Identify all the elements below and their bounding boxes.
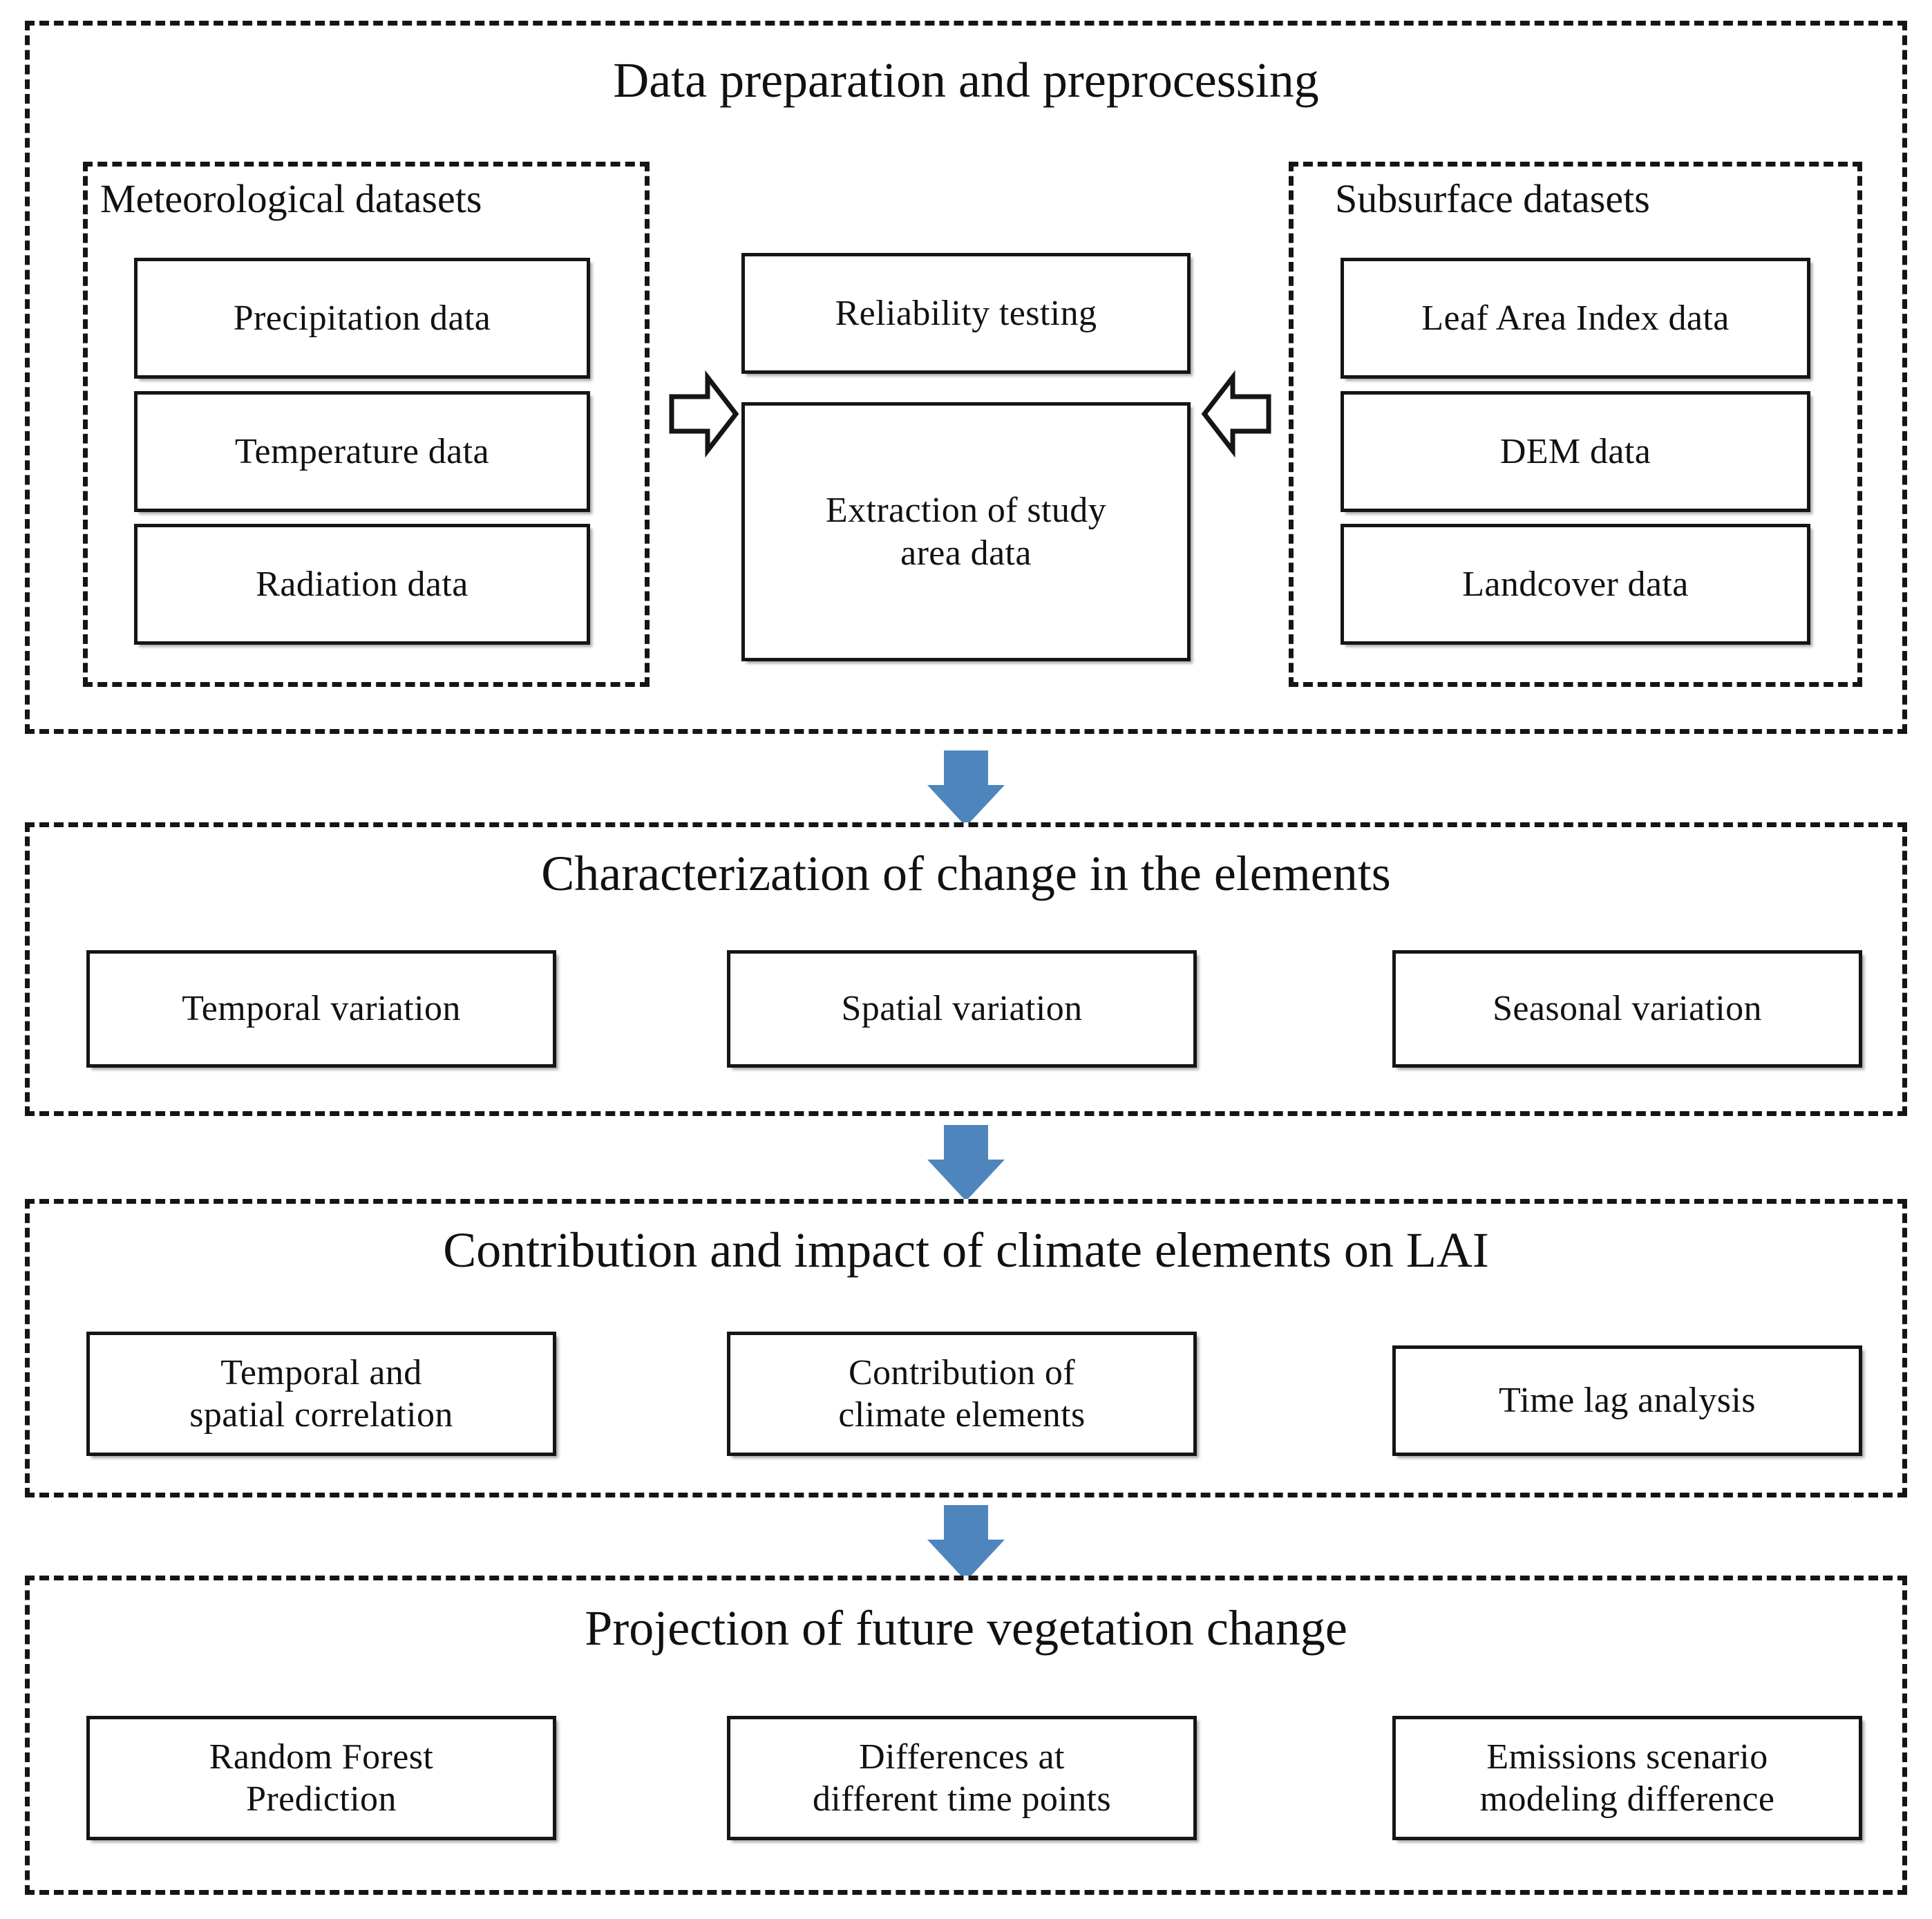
box-temperature-data[interactable]: Temperature data: [134, 391, 590, 512]
box-label: DEM data: [1499, 431, 1651, 471]
subgroup-title-meteorological-datasets: Meteorological datasets: [100, 176, 482, 221]
box-label: Spatial variation: [841, 989, 1083, 1029]
subgroup-title-subsurface-datasets: Subsurface datasets: [1335, 176, 1650, 221]
box-seasonal-variation[interactable]: Seasonal variation: [1392, 950, 1862, 1068]
section-contribution-and-impact: Contribution and impact of climate eleme…: [25, 1199, 1907, 1497]
flow-arrow-1-icon: [920, 750, 1012, 826]
section-characterization-of-change: Characterization of change in the elemen…: [25, 822, 1907, 1116]
flow-arrow-3-icon: [920, 1505, 1012, 1581]
box-dem-data[interactable]: DEM data: [1341, 391, 1810, 512]
box-contribution-of-climate-elements[interactable]: Contribution of climate elements: [727, 1332, 1197, 1456]
subgroup-meteorological-datasets: Meteorological datasets Precipitation da…: [83, 162, 650, 687]
section-projection-of-future: Projection of future vegetation change R…: [25, 1576, 1907, 1895]
section-title-projection-of-future: Projection of future vegetation change: [585, 1600, 1347, 1656]
box-label: Contribution of climate elements: [838, 1352, 1086, 1435]
box-label: Extraction of study area data: [825, 491, 1107, 573]
box-label: Precipitation data: [233, 298, 491, 338]
section-title-data-preparation: Data preparation and preprocessing: [613, 53, 1319, 108]
box-emissions-scenario-modeling-difference[interactable]: Emissions scenario modeling difference: [1392, 1716, 1862, 1840]
box-label: Emissions scenario modeling difference: [1479, 1737, 1775, 1819]
box-label: Temporal variation: [182, 989, 461, 1029]
box-temporal-variation[interactable]: Temporal variation: [86, 950, 556, 1068]
box-time-lag-analysis[interactable]: Time lag analysis: [1392, 1345, 1862, 1456]
block-arrow-left-icon: [1200, 369, 1273, 459]
box-label: Landcover data: [1462, 564, 1689, 604]
box-label: Leaf Area Index data: [1421, 298, 1730, 338]
block-arrow-right-icon: [667, 369, 740, 459]
box-radiation-data[interactable]: Radiation data: [134, 524, 590, 645]
box-precipitation-data[interactable]: Precipitation data: [134, 258, 590, 379]
box-label: Temporal and spatial correlation: [189, 1352, 453, 1435]
box-leaf-area-index-data[interactable]: Leaf Area Index data: [1341, 258, 1810, 379]
section-title-characterization-of-change: Characterization of change in the elemen…: [541, 846, 1391, 901]
box-extraction-of-study-area-data[interactable]: Extraction of study area data: [741, 402, 1191, 661]
section-data-preparation: Data preparation and preprocessing Meteo…: [25, 21, 1907, 734]
box-reliability-testing[interactable]: Reliability testing: [741, 253, 1191, 374]
box-label: Temperature data: [235, 431, 489, 471]
box-label: Seasonal variation: [1493, 989, 1762, 1029]
box-temporal-and-spatial-correlation[interactable]: Temporal and spatial correlation: [86, 1332, 556, 1456]
box-label: Random Forest Prediction: [209, 1737, 434, 1819]
box-differences-at-different-time-points[interactable]: Differences at different time points: [727, 1716, 1197, 1840]
section-title-contribution-and-impact: Contribution and impact of climate eleme…: [443, 1222, 1489, 1278]
box-label: Radiation data: [256, 564, 468, 604]
box-label: Reliability testing: [835, 293, 1097, 333]
flow-arrow-2-icon: [920, 1125, 1012, 1201]
box-landcover-data[interactable]: Landcover data: [1341, 524, 1810, 645]
box-random-forest-prediction[interactable]: Random Forest Prediction: [86, 1716, 556, 1840]
box-spatial-variation[interactable]: Spatial variation: [727, 950, 1197, 1068]
subgroup-subsurface-datasets: Subsurface datasets Leaf Area Index data…: [1289, 162, 1862, 687]
box-label: Differences at different time points: [812, 1737, 1112, 1819]
box-label: Time lag analysis: [1499, 1381, 1756, 1421]
